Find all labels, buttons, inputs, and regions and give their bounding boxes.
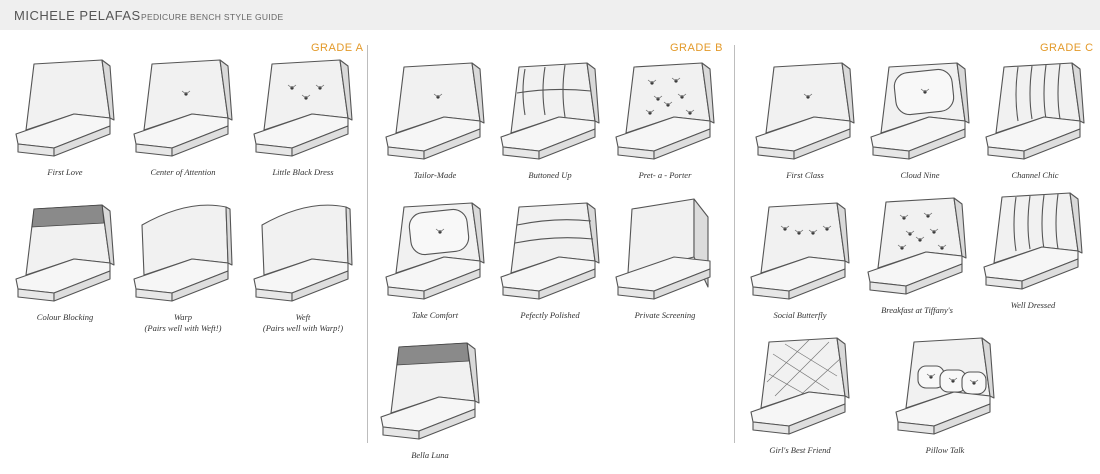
bench-label: Center of Attention [118,167,248,178]
bench-card-b-3: Take Comfort [380,195,490,325]
bench-name: Bella Luna [411,450,449,460]
bench-sketch [385,202,485,300]
bench-name: Warp [173,312,193,322]
bench-sketch [15,204,115,302]
bench-name: Little Black Dress [272,167,334,177]
bench-label: Pillow Talk [880,445,1010,456]
bench-label: Weft (Pairs well with Warp!) [238,312,368,334]
bench-note: (Pairs well with Warp!) [262,323,344,333]
bench-name: Buttoned Up [528,170,572,180]
bench-name: Cloud Nine [900,170,940,180]
bench-card-a-4: Warp (Pairs well with Weft!) [128,197,238,333]
bench-label: First Love [0,167,130,178]
bench-card-b-6: Bella Luna [375,335,485,465]
bench-sketch [253,204,353,302]
bench-card-b-1: Buttoned Up [495,55,605,185]
bench-card-c-7: Pillow Talk [890,330,1000,460]
bench-card-a-5: Weft (Pairs well with Warp!) [248,197,358,333]
bench-card-a-2: Little Black Dress [248,52,358,182]
bench-label: Colour Blocking [0,312,130,323]
bench-sketch [380,342,480,440]
bench-name: Girl's Best Friend [769,445,831,455]
bench-label: Private Screening [600,310,730,321]
bench-sketch [895,337,995,435]
bench-sketch [755,62,855,160]
bench-name: Well Dressed [1010,300,1056,310]
bench-sketch [253,59,353,157]
bench-sketch [500,62,600,160]
bench-sketch [15,59,115,157]
bench-card-c-4: Breakfast at Tiffany's [862,190,972,320]
bench-card-c-6: Girl's Best Friend [745,330,855,460]
bench-card-c-3: Social Butterfly [745,195,855,325]
bench-card-b-2: Pret- a - Porter [610,55,720,185]
bench-card-b-5: Private Screening [610,195,720,325]
bench-sketch [385,62,485,160]
divider-a-b [367,45,368,443]
bench-name: Tailor-Made [413,170,457,180]
bench-name: Pret- a - Porter [638,170,692,180]
bench-sketch [133,59,233,157]
bench-name: Pillow Talk [925,445,965,455]
bench-label: Breakfast at Tiffany's [852,305,982,316]
brand-name: MICHELE PELAFAS [14,8,141,23]
bench-label: Pret- a - Porter [600,170,730,181]
bench-card-c-1: Cloud Nine [865,55,975,185]
divider-b-c [734,45,735,443]
bench-name: Pefectly Polished [520,310,580,320]
bench-card-b-4: Pefectly Polished [495,195,605,325]
bench-sketch [615,198,711,300]
bench-name: Colour Blocking [36,312,94,322]
bench-sketch [615,62,715,160]
bench-name: First Class [786,170,824,180]
bench-card-b-0: Tailor-Made [380,55,490,185]
bench-card-c-5: Well Dressed [978,185,1088,315]
bench-sketch [750,337,850,435]
bench-sketch [867,197,967,295]
bench-sketch [133,204,233,302]
header-bar: MICHELE PELAFAS PEDICURE BENCH STYLE GUI… [0,0,1100,30]
bench-card-a-1: Center of Attention [128,52,238,182]
bench-name: Weft [295,312,311,322]
bench-label: First Class [740,170,870,181]
bench-label: Channel Chic [970,170,1100,181]
bench-label: Well Dressed [968,300,1098,311]
bench-label: Bella Luna [365,450,495,461]
bench-label: Take Comfort [370,310,500,321]
bench-label: Buttoned Up [485,170,615,181]
grade-c-title: GRADE C [1040,42,1094,54]
bench-name: First Love [47,167,83,177]
grade-b-title: GRADE B [670,42,724,54]
bench-label: Girl's Best Friend [735,445,865,456]
bench-name: Center of Attention [150,167,216,177]
bench-label: Pefectly Polished [485,310,615,321]
bench-name: Social Butterfly [773,310,827,320]
guide-title: PEDICURE BENCH STYLE GUIDE [141,12,284,22]
bench-sketch [870,62,970,160]
bench-name: Private Screening [634,310,696,320]
bench-label: Warp (Pairs well with Weft!) [118,312,248,334]
bench-card-c-2: Channel Chic [980,55,1090,185]
bench-card-c-0: First Class [750,55,860,185]
bench-sketch [983,192,1083,290]
bench-label: Social Butterfly [735,310,865,321]
bench-card-a-0: First Love [10,52,120,182]
bench-note: (Pairs well with Weft!) [144,323,222,333]
bench-card-a-3: Colour Blocking [10,197,120,327]
bench-label: Little Black Dress [238,167,368,178]
bench-name: Take Comfort [411,310,459,320]
bench-label: Cloud Nine [855,170,985,181]
bench-sketch [985,62,1085,160]
bench-name: Breakfast at Tiffany's [881,305,953,315]
bench-label: Tailor-Made [370,170,500,181]
grade-a-title: GRADE A [311,42,364,54]
bench-sketch [750,202,850,300]
bench-name: Channel Chic [1011,170,1059,180]
bench-sketch [500,202,600,300]
